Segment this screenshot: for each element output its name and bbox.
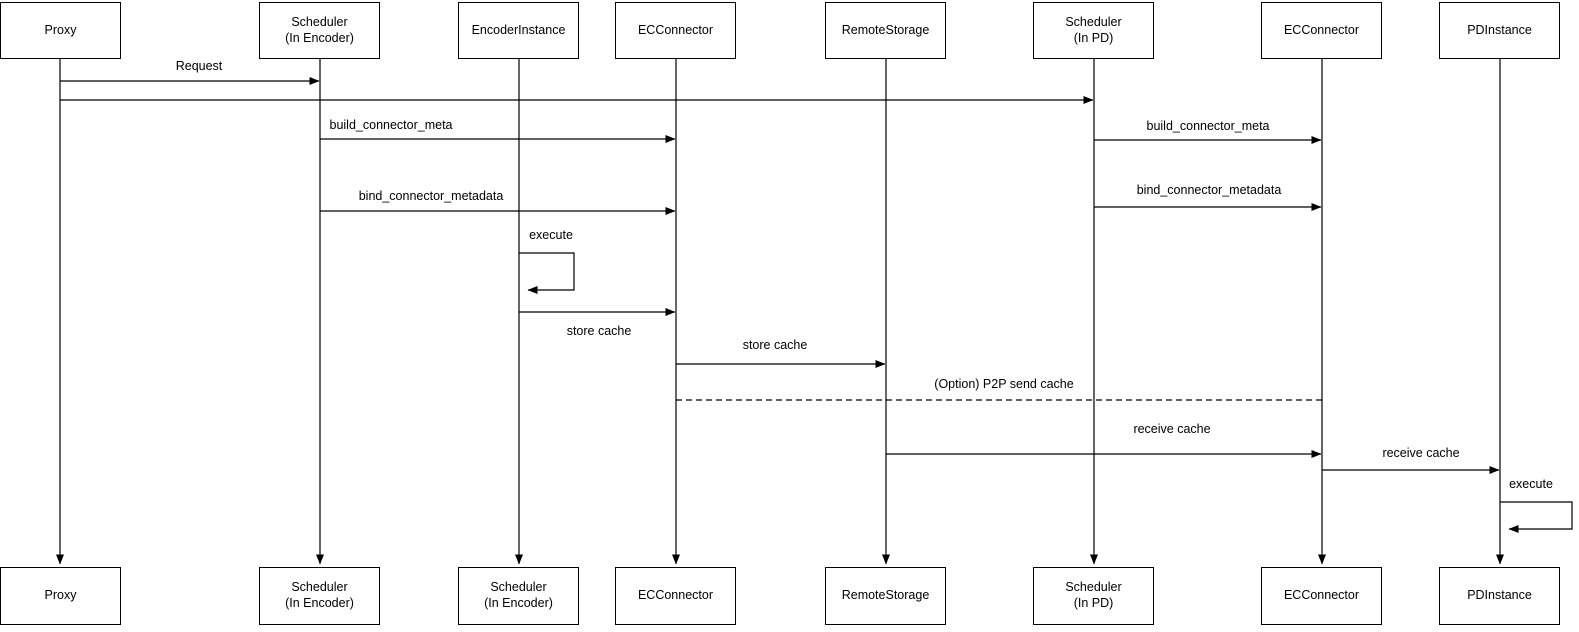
message-label-m7: store cache: [566, 324, 632, 338]
participant-header-remotestore: RemoteStorage: [825, 2, 946, 59]
participant-footer-proxy: Proxy: [0, 567, 121, 625]
participant-footer-sched_enc: Scheduler (In Encoder): [259, 567, 380, 625]
message-label-m11: receive cache: [1382, 446, 1460, 460]
participant-footer-ecconn1: ECConnector: [615, 567, 736, 625]
participant-header-pdinst: PDInstance: [1439, 2, 1560, 59]
participant-footer-encoder_inst: Scheduler (In Encoder): [458, 567, 579, 625]
message-label-m10: receive cache: [1133, 422, 1211, 436]
message-label-m1: Request: [175, 59, 223, 73]
participant-header-sched_pd: Scheduler (In PD): [1033, 2, 1154, 59]
participant-header-proxy: Proxy: [0, 2, 121, 59]
participant-header-ecconn2: ECConnector: [1261, 2, 1382, 59]
self-message-label-s1: execute: [529, 228, 573, 242]
participant-header-ecconn1: ECConnector: [615, 2, 736, 59]
message-label-m3: build_connector_meta: [329, 118, 453, 132]
participant-footer-remotestore: RemoteStorage: [825, 567, 946, 625]
message-label-m9: (Option) P2P send cache: [934, 377, 1074, 391]
self-message-s1: [519, 252, 575, 294]
participant-footer-ecconn2: ECConnector: [1261, 567, 1382, 625]
participant-header-encoder_inst: EncoderInstance: [458, 2, 579, 59]
message-label-m5: bind_connector_metadata: [358, 189, 504, 203]
participant-footer-sched_pd: Scheduler (In PD): [1033, 567, 1154, 625]
message-label-m6: bind_connector_metadata: [1136, 183, 1282, 197]
self-message-s2: [1500, 501, 1573, 533]
message-label-m8: store cache: [742, 338, 808, 352]
self-message-label-s2: execute: [1509, 477, 1553, 491]
participant-header-sched_enc: Scheduler (In Encoder): [259, 2, 380, 59]
participant-footer-pdinst: PDInstance: [1439, 567, 1560, 625]
message-label-m4: build_connector_meta: [1146, 119, 1270, 133]
